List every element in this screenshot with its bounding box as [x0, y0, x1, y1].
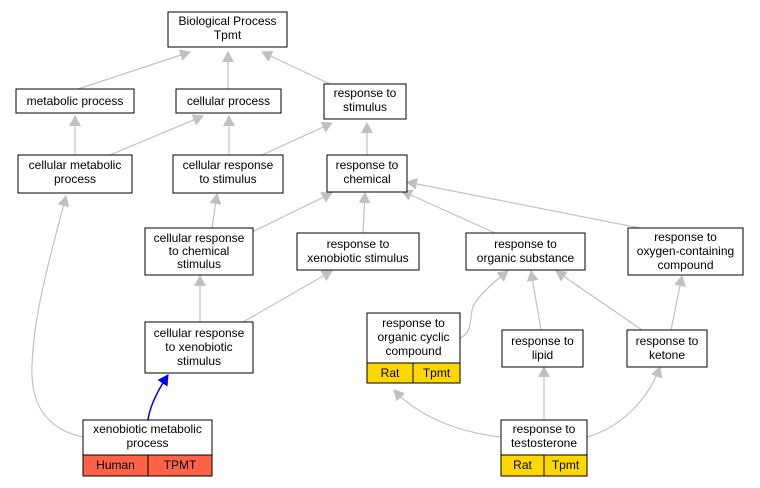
gene-label: Tpmt	[423, 366, 451, 380]
species-label: Rat	[513, 458, 532, 472]
edges	[31, 49, 686, 438]
go-node-root[interactable]: Biological Process Tpmt	[167, 11, 288, 48]
node-label: response to	[334, 86, 397, 100]
node-label: process	[126, 436, 168, 450]
node-label: oxygen-containing	[637, 244, 734, 258]
edge-stimulus-to-root	[261, 50, 331, 85]
gene-cell	[412, 362, 461, 384]
root-label-line2: Tpmt	[214, 28, 242, 42]
go-node-cellular-response-to-chemical-stimulus[interactable]: cellular response to chemical stimulus	[144, 227, 254, 276]
node-label: response to	[511, 334, 574, 348]
go-node-response-to-organic-substance[interactable]: response to organic substance	[465, 232, 586, 271]
node-label: to stimulus	[199, 172, 256, 186]
edge-ketone-to-organic	[555, 270, 643, 331]
go-node-response-to-organic-cyclic-compound[interactable]: response to organic cyclic compound Rat …	[366, 312, 461, 384]
edge-xenomet-to-cellresp-xeno[interactable]	[147, 374, 169, 421]
node-label: xenobiotic metabolic	[93, 422, 202, 436]
go-node-response-to-testosterone[interactable]: response to testosterone Rat Tpmt	[500, 419, 588, 477]
edge-cellresp-chem-to-cellresp-stim	[209, 193, 222, 229]
node-label: metabolic process	[27, 94, 124, 108]
edge-cellresp-chem-to-chemical	[251, 191, 333, 233]
node-label: stimulus	[343, 100, 387, 114]
edge-testosterone-to-cyclic	[393, 389, 501, 438]
go-node-response-to-stimulus[interactable]: response to stimulus	[323, 83, 407, 120]
node-label: cellular response	[154, 326, 245, 340]
edge-xenomet-to-cellmeta	[31, 195, 84, 438]
node-label: cellular response	[183, 158, 274, 172]
go-node-cellular-response-to-xenobiotic-stimulus[interactable]: cellular response to xenobiotic stimulus	[144, 321, 254, 374]
go-node-response-to-xenobiotic-stimulus[interactable]: response to xenobiotic stimulus	[296, 232, 420, 271]
gene-label: TPMT	[164, 458, 197, 472]
go-node-response-to-ketone[interactable]: response to ketone	[626, 329, 708, 368]
edge-lipid-to-organic	[526, 270, 542, 331]
gene-label: Tpmt	[552, 458, 580, 472]
node-label: to chemical	[169, 244, 230, 258]
node-label: cellular process	[187, 94, 270, 108]
node-label: cellular metabolic	[29, 158, 122, 172]
node-label: response to	[382, 316, 445, 330]
go-node-cellular-process[interactable]: cellular process	[175, 88, 282, 114]
node-label: testosterone	[511, 436, 577, 450]
go-node-response-to-chemical[interactable]: response to chemical	[326, 154, 408, 193]
annotation-row: Rat Tpmt	[366, 362, 461, 384]
node-label: process	[54, 172, 96, 186]
edge-xenostim-to-chemical	[358, 192, 371, 234]
nodes: Biological Process Tpmt metabolic proces…	[15, 11, 744, 477]
node-label: response to	[513, 422, 576, 436]
edge-testosterone-to-ketone	[586, 366, 663, 438]
go-node-metabolic-process[interactable]: metabolic process	[15, 88, 135, 114]
node-label: cellular response	[154, 231, 245, 245]
go-node-xenobiotic-metabolic-process[interactable]: xenobiotic metabolic process Human TPMT	[82, 419, 213, 477]
node-label: response to	[494, 237, 557, 251]
node-label: xenobiotic stimulus	[307, 251, 408, 265]
edge-cellresp-stim-to-stimulus	[261, 121, 333, 156]
node-label: stimulus	[177, 257, 221, 271]
node-label: organic cyclic	[377, 330, 449, 344]
node-label: response to	[336, 158, 399, 172]
species-label: Rat	[381, 366, 400, 380]
go-node-cellular-response-to-stimulus[interactable]: cellular response to stimulus	[172, 154, 284, 194]
edge-cellresp-xeno-to-xenostim	[242, 270, 333, 323]
node-label: stimulus	[177, 354, 221, 368]
annotation-row: Human TPMT	[82, 454, 213, 477]
node-label: response to	[636, 334, 699, 348]
gene-cell	[147, 454, 213, 477]
node-label: ketone	[649, 348, 685, 362]
edge-cellmeta-to-cellular-process	[109, 114, 204, 156]
node-label: lipid	[532, 348, 553, 362]
annotation-row: Rat Tpmt	[500, 454, 588, 477]
species-label: Human	[96, 458, 135, 472]
go-node-response-to-lipid[interactable]: response to lipid	[501, 329, 584, 368]
edge-metabolic-to-root	[74, 49, 191, 91]
node-label: response to	[327, 237, 390, 251]
node-label: chemical	[343, 172, 390, 186]
go-node-response-to-oxygen-containing-compound[interactable]: response to oxygen-containing compound	[627, 227, 744, 276]
node-label: to xenobiotic	[165, 340, 232, 354]
edge-ketone-to-oxygen	[670, 275, 686, 331]
root-label-line1: Biological Process	[178, 14, 276, 28]
gene-cell	[543, 454, 588, 477]
node-label: compound	[385, 344, 441, 358]
edge-oxygen-to-chemical	[406, 178, 641, 229]
node-label: response to	[654, 230, 717, 244]
node-label: organic substance	[477, 251, 575, 265]
edge-organic-to-chemical	[401, 189, 496, 234]
edge-cyclic-to-organic	[459, 270, 509, 339]
node-label: compound	[657, 258, 713, 272]
go-node-cellular-metabolic-process[interactable]: cellular metabolic process	[17, 154, 133, 194]
